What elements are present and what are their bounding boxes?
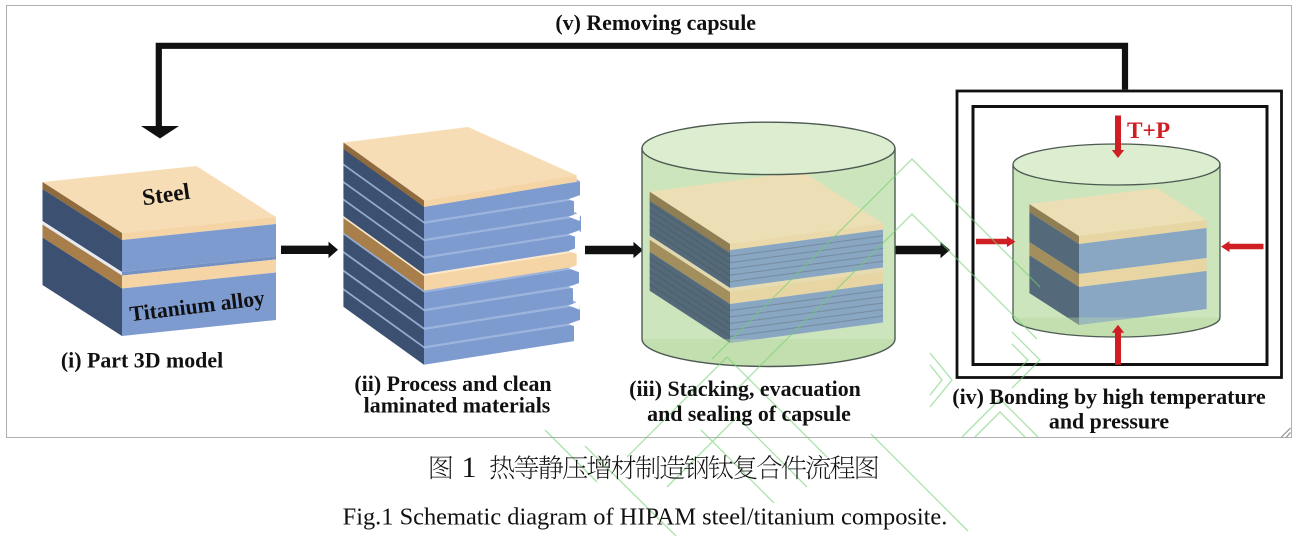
- svg-text:1: 1: [462, 451, 477, 484]
- svg-text:(iv) Bonding by high temperatu: (iv) Bonding by high temperature: [952, 384, 1266, 409]
- svg-text:(v) Removing capsule: (v) Removing capsule: [555, 10, 756, 35]
- svg-text:and pressure: and pressure: [1049, 409, 1170, 434]
- svg-text:and sealing of capsule: and sealing of capsule: [647, 401, 851, 426]
- svg-text:Fig.1 Schematic diagram of HIP: Fig.1 Schematic diagram of HIPAM steel/t…: [343, 504, 948, 531]
- svg-text:(ii) Process and clean: (ii) Process and clean: [354, 371, 551, 396]
- svg-text:(i) Part 3D model: (i) Part 3D model: [61, 348, 223, 373]
- svg-text:T+P: T+P: [1127, 118, 1170, 144]
- svg-text:laminated materials: laminated materials: [364, 393, 551, 418]
- svg-text:(iii) Stacking, evacuation: (iii) Stacking, evacuation: [629, 376, 861, 401]
